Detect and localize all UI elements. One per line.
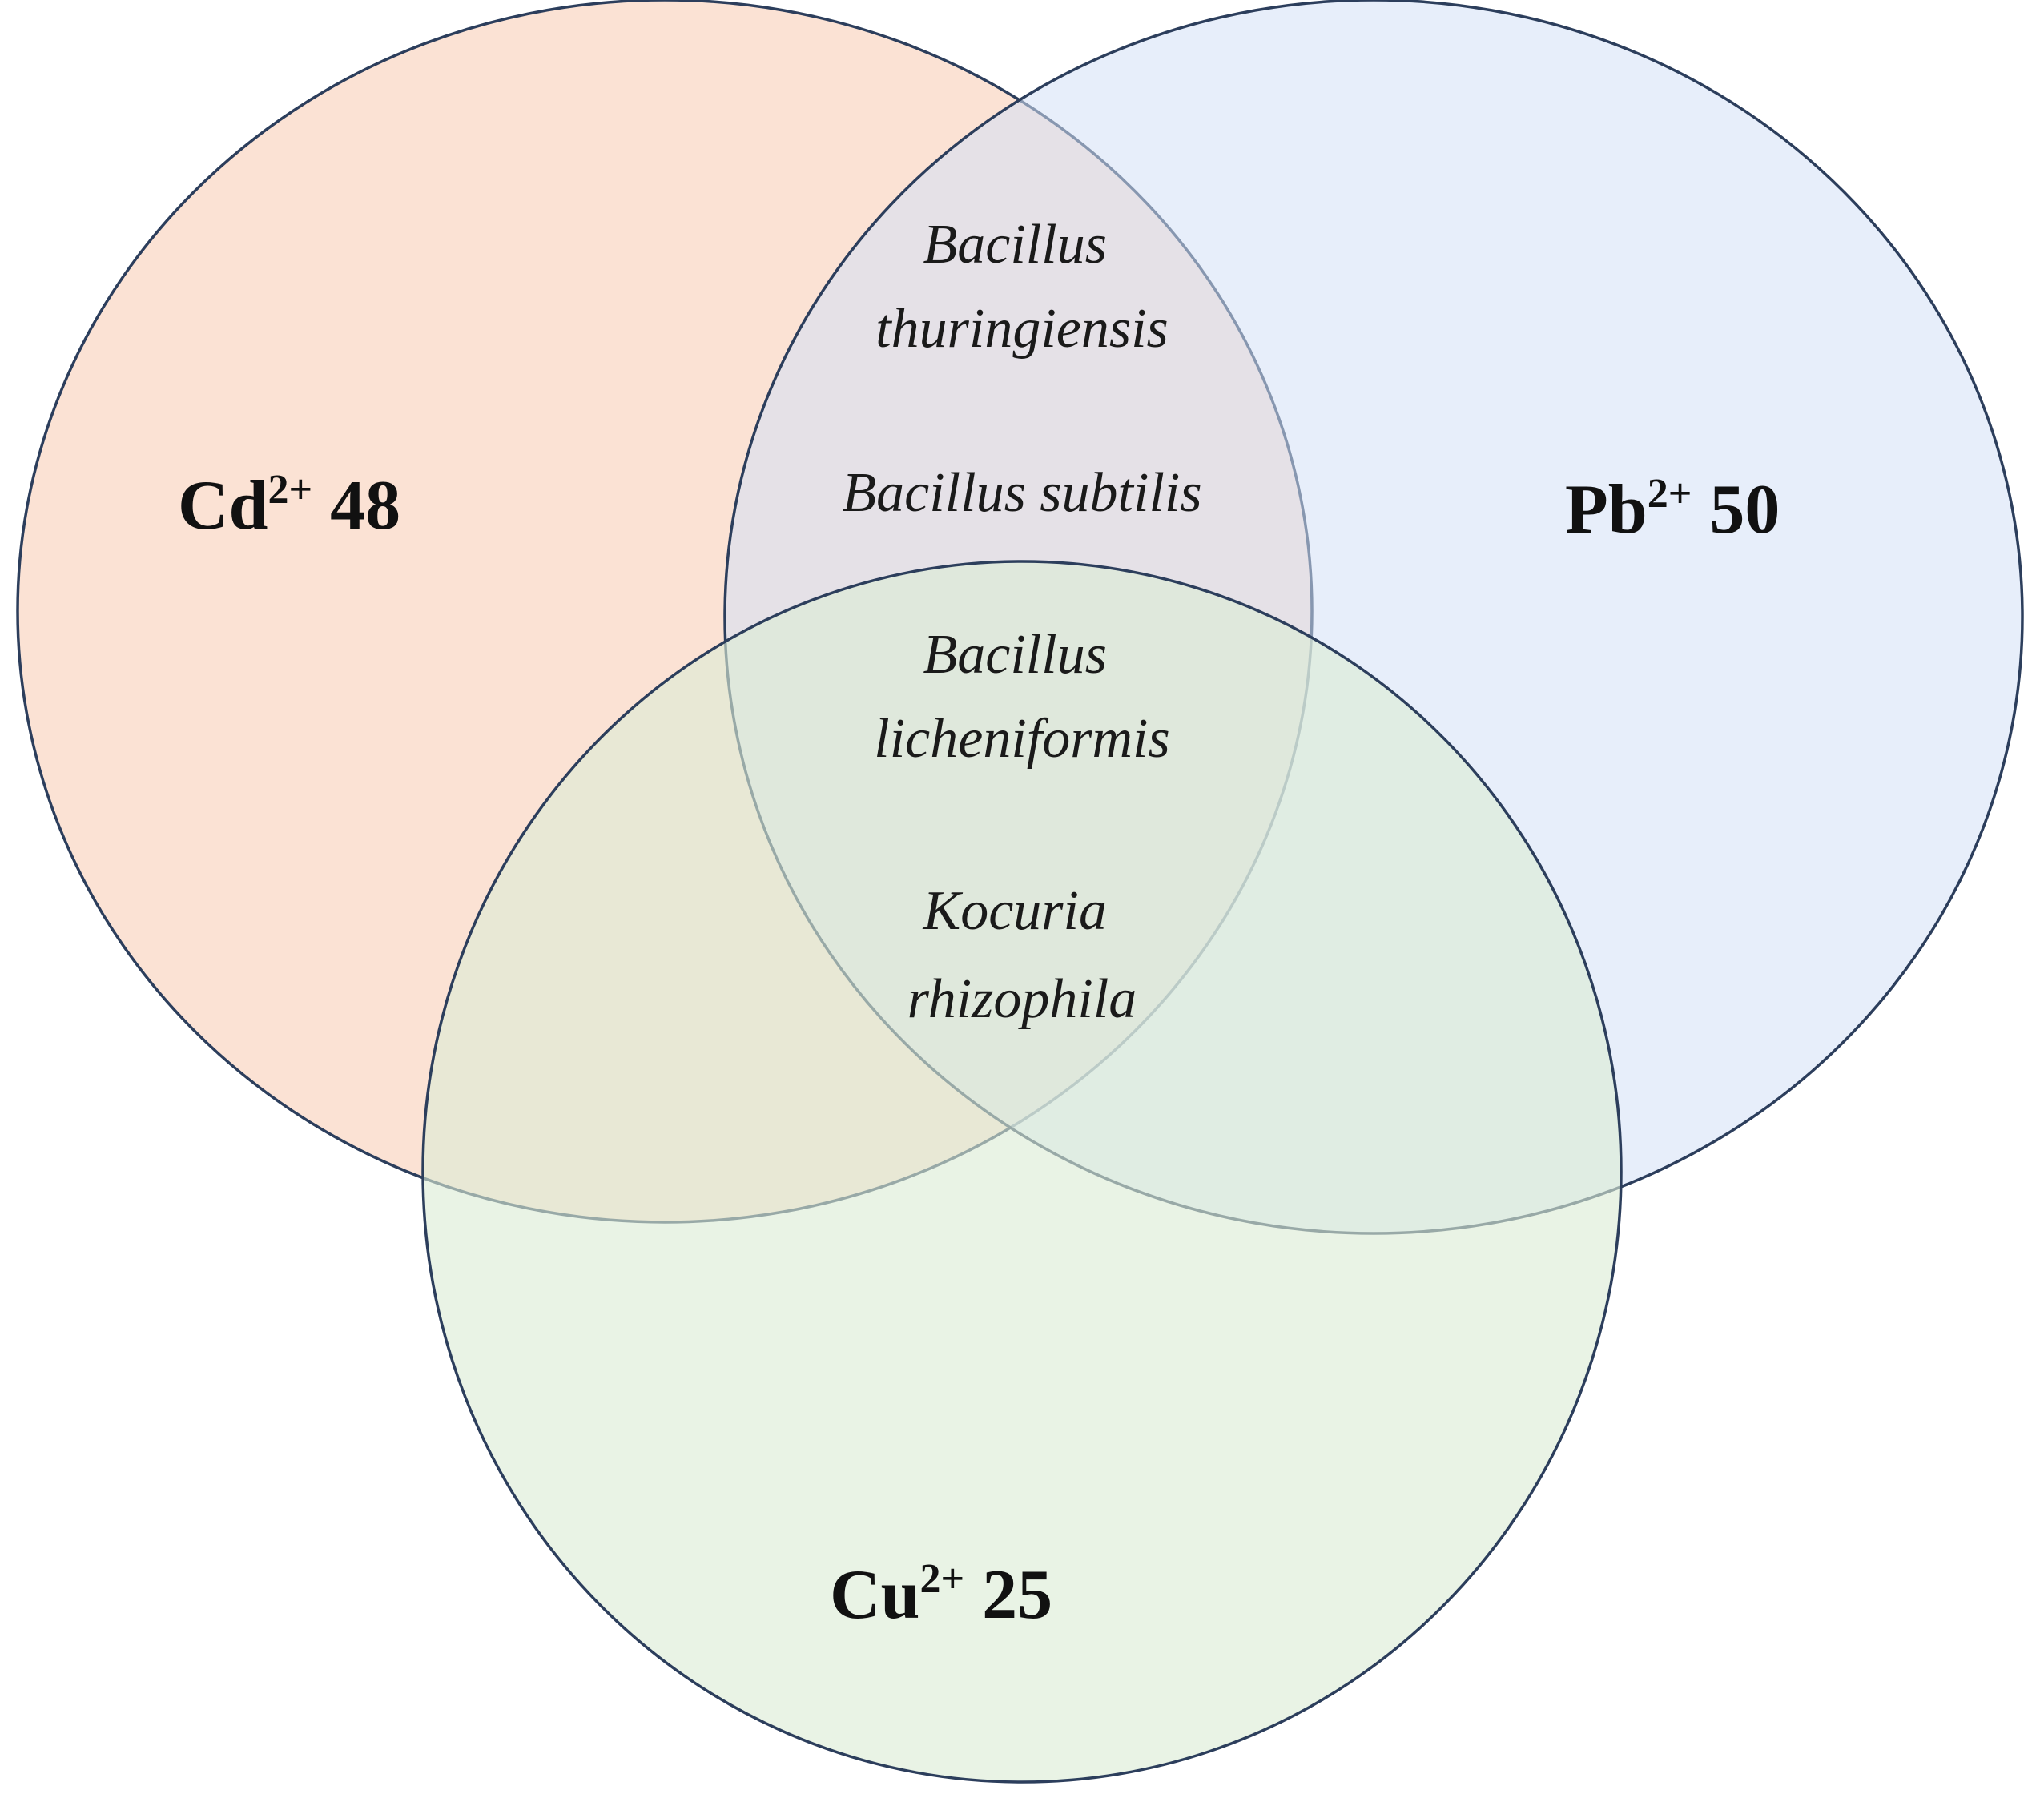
species-genus: Bacillus xyxy=(923,624,1107,686)
species-bacillus-licheniformis: Bacillus licheniformis xyxy=(874,624,1169,770)
species-name: Bacillus subtilis xyxy=(842,462,1201,524)
species-bacillus-thuringiensis: Bacillus thuringiensis xyxy=(875,214,1169,360)
species-genus: Bacillus xyxy=(923,214,1107,276)
species-epithet: licheniformis xyxy=(874,708,1169,770)
cu-count: 25 xyxy=(982,1556,1052,1634)
cd-set-label: Cd2+ 48 xyxy=(178,467,400,545)
pb-charge: 2+ xyxy=(1648,471,1692,517)
species-epithet: rhizophila xyxy=(907,968,1137,1030)
cu-charge: 2+ xyxy=(920,1556,965,1602)
pb-count: 50 xyxy=(1709,471,1780,549)
species-epithet: thuringiensis xyxy=(875,298,1169,360)
cd-count: 48 xyxy=(330,467,400,545)
species-genus: Kocuria xyxy=(923,880,1107,942)
pb-symbol: Pb xyxy=(1565,471,1648,549)
cu-set-circle xyxy=(421,560,1623,1784)
cd-charge: 2+ xyxy=(268,467,313,513)
cd-symbol: Cd xyxy=(178,467,268,545)
cu-set-label: Cu2+ 25 xyxy=(830,1556,1052,1634)
species-bacillus-subtilis: Bacillus subtilis xyxy=(842,462,1201,524)
pb-set-label: Pb2+ 50 xyxy=(1565,471,1780,549)
cu-symbol: Cu xyxy=(830,1556,920,1634)
species-kocuria-rhizophila: Kocuria rhizophila xyxy=(907,880,1137,1030)
